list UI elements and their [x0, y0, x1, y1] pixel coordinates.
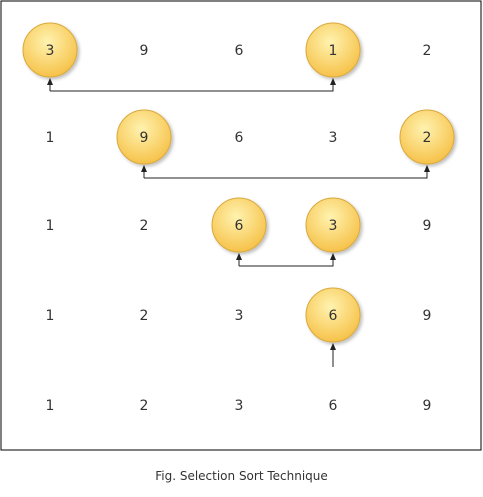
arrow-head-icon [330, 253, 336, 260]
array-value: 3 [46, 43, 55, 59]
pass-row: 1 2 6 3 9 [46, 197, 432, 267]
figure-caption: Fig. Selection Sort Technique [155, 469, 328, 483]
array-value: 1 [46, 218, 55, 234]
array-value: 9 [423, 218, 432, 234]
array-value: 6 [329, 398, 338, 414]
array-value: 6 [235, 218, 244, 234]
swap-connector [238, 254, 334, 267]
array-value: 3 [329, 130, 338, 146]
array-value: 3 [329, 218, 338, 234]
array-value: 6 [235, 43, 244, 59]
diagram-frame [0, 0, 482, 451]
highlight-circle [116, 109, 172, 165]
highlight-circle [305, 287, 361, 343]
arrow-head-icon [236, 253, 242, 260]
array-value: 2 [140, 398, 149, 414]
swap-connector [49, 79, 334, 92]
pass-row: 1 2 3 6 9 [46, 287, 432, 367]
arrow-head-icon [330, 78, 336, 85]
array-value: 2 [140, 218, 149, 234]
arrow-head-icon [330, 343, 336, 350]
array-value: 1 [46, 398, 55, 414]
highlight-circle [22, 22, 78, 78]
array-value: 2 [140, 308, 149, 324]
highlight-circle [305, 197, 361, 253]
array-value: 2 [423, 130, 432, 146]
array-value: 1 [329, 43, 338, 59]
highlight-circle [211, 197, 267, 253]
pass-row: 3 9 6 1 2 [22, 22, 432, 92]
array-value: 9 [423, 398, 432, 414]
array-value: 6 [235, 130, 244, 146]
array-value: 6 [329, 308, 338, 324]
array-value: 1 [46, 130, 55, 146]
array-value: 9 [140, 130, 149, 146]
highlight-circle [305, 22, 361, 78]
highlight-circle [399, 109, 455, 165]
arrow-head-icon [141, 165, 147, 172]
arrow-head-icon [47, 78, 53, 85]
pass-row: 1 9 6 3 2 [46, 109, 455, 179]
array-value: 1 [46, 308, 55, 324]
arrow-head-icon [424, 165, 430, 172]
pass-row: 1 2 3 6 9 [46, 398, 432, 414]
array-value: 9 [140, 43, 149, 59]
array-value: 9 [423, 308, 432, 324]
array-value: 3 [235, 398, 244, 414]
array-value: 3 [235, 308, 244, 324]
array-value: 2 [423, 43, 432, 59]
swap-connector [143, 166, 428, 179]
